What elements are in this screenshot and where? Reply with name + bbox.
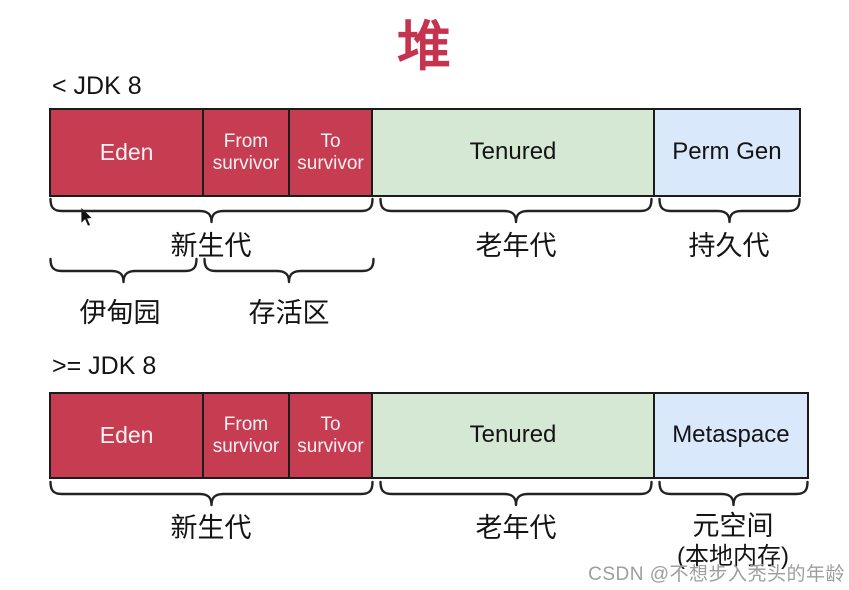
- segment-from-survivor: From survivor: [204, 110, 290, 195]
- group-label-perm-gen: 持久代: [688, 231, 770, 261]
- jdk-version-label-pre8: < JDK 8: [52, 72, 142, 100]
- segment-label: Metaspace: [672, 421, 790, 449]
- segment-label: To survivor: [297, 131, 364, 174]
- segment-label: Eden: [99, 138, 154, 165]
- segment-to-survivor: To survivor: [289, 110, 374, 195]
- segment-from-survivor: From survivor: [204, 394, 290, 477]
- segment-tenured: Tenured: [373, 110, 655, 195]
- metaspace-native-memory-note: (本地内存): [677, 543, 789, 570]
- heap-bar-jdk8-plus: Eden From survivor To survivor Tenured M…: [49, 392, 809, 479]
- segment-perm-gen: Perm Gen: [654, 110, 799, 195]
- segment-label: From survivor: [212, 414, 280, 457]
- brace-old-generation: [379, 197, 653, 224]
- segment-metaspace: Metaspace: [654, 394, 807, 477]
- segment-label: Eden: [99, 421, 154, 448]
- segment-label: Tenured: [469, 138, 557, 166]
- watermark: CSDN @不想步入秃头的年龄: [588, 564, 845, 585]
- brace-perm-generation: [658, 197, 801, 224]
- segment-eden: Eden: [51, 394, 205, 477]
- segment-eden: Eden: [51, 110, 205, 195]
- brace-young-generation: [49, 197, 374, 224]
- group-label-old-gen: 老年代: [475, 231, 557, 261]
- segment-label: From survivor: [212, 131, 280, 174]
- brace-metaspace: [658, 480, 809, 507]
- sub-label-eden-garden: 伊甸园: [79, 298, 161, 328]
- segment-label: Tenured: [469, 421, 557, 449]
- group-label-metaspace: 元空间: [692, 511, 774, 541]
- segment-label: Perm Gen: [672, 138, 782, 166]
- segment-tenured: Tenured: [373, 394, 655, 477]
- brace-survivor-area: [203, 257, 375, 284]
- heap-bar-pre-jdk8: Eden From survivor To survivor Tenured P…: [49, 108, 801, 197]
- jdk-version-label-8plus: >= JDK 8: [52, 352, 157, 380]
- segment-label: To survivor: [297, 414, 364, 457]
- brace-young-generation: [49, 480, 374, 507]
- sub-label-survivor-area: 存活区: [248, 298, 330, 328]
- brace-old-generation: [379, 480, 653, 507]
- segment-to-survivor: To survivor: [289, 394, 374, 477]
- page-title: 堆: [397, 17, 452, 77]
- group-label-young-gen: 新生代: [170, 513, 252, 543]
- group-label-young-gen: 新生代: [170, 231, 252, 261]
- brace-eden-area: [49, 257, 198, 284]
- group-label-old-gen: 老年代: [475, 513, 557, 543]
